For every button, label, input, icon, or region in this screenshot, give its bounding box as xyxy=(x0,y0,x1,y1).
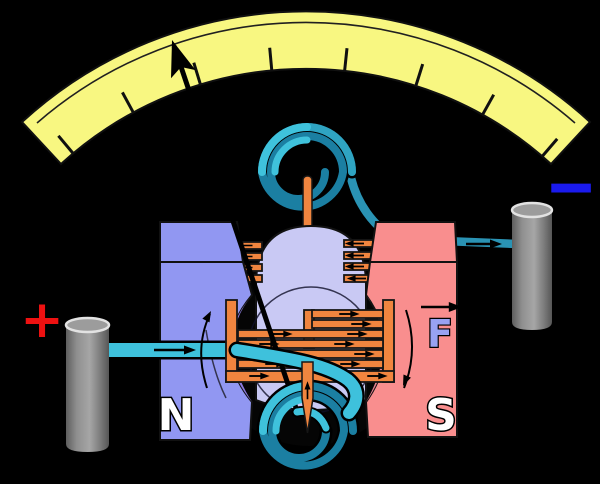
current-arrow-left-wire xyxy=(154,345,196,355)
north-pole-label: N xyxy=(158,390,195,441)
south-pole-label: S xyxy=(425,390,457,441)
rotation-arrow-right xyxy=(399,309,413,389)
spindle-lower-taper xyxy=(301,361,314,434)
scale-band xyxy=(20,10,592,166)
current-arrow-right-wire xyxy=(466,239,502,249)
force-label: F xyxy=(427,312,453,356)
positive-terminal-label: + xyxy=(20,290,64,350)
negative-terminal-label: − xyxy=(546,152,596,222)
negative-terminal-post xyxy=(510,201,554,330)
positive-input-wire xyxy=(100,340,242,360)
positive-terminal-post xyxy=(64,316,111,452)
scale-ticks xyxy=(57,47,559,158)
north-pole-face-line xyxy=(205,329,227,399)
upper-spring xyxy=(255,120,359,214)
scale-inner-line xyxy=(36,21,576,124)
force-arrow xyxy=(421,302,462,312)
needle-arrowhead xyxy=(171,40,196,79)
rotation-arrow-left xyxy=(200,309,215,389)
scale-arc xyxy=(20,10,592,166)
wire-to-lower-spring xyxy=(228,341,365,434)
